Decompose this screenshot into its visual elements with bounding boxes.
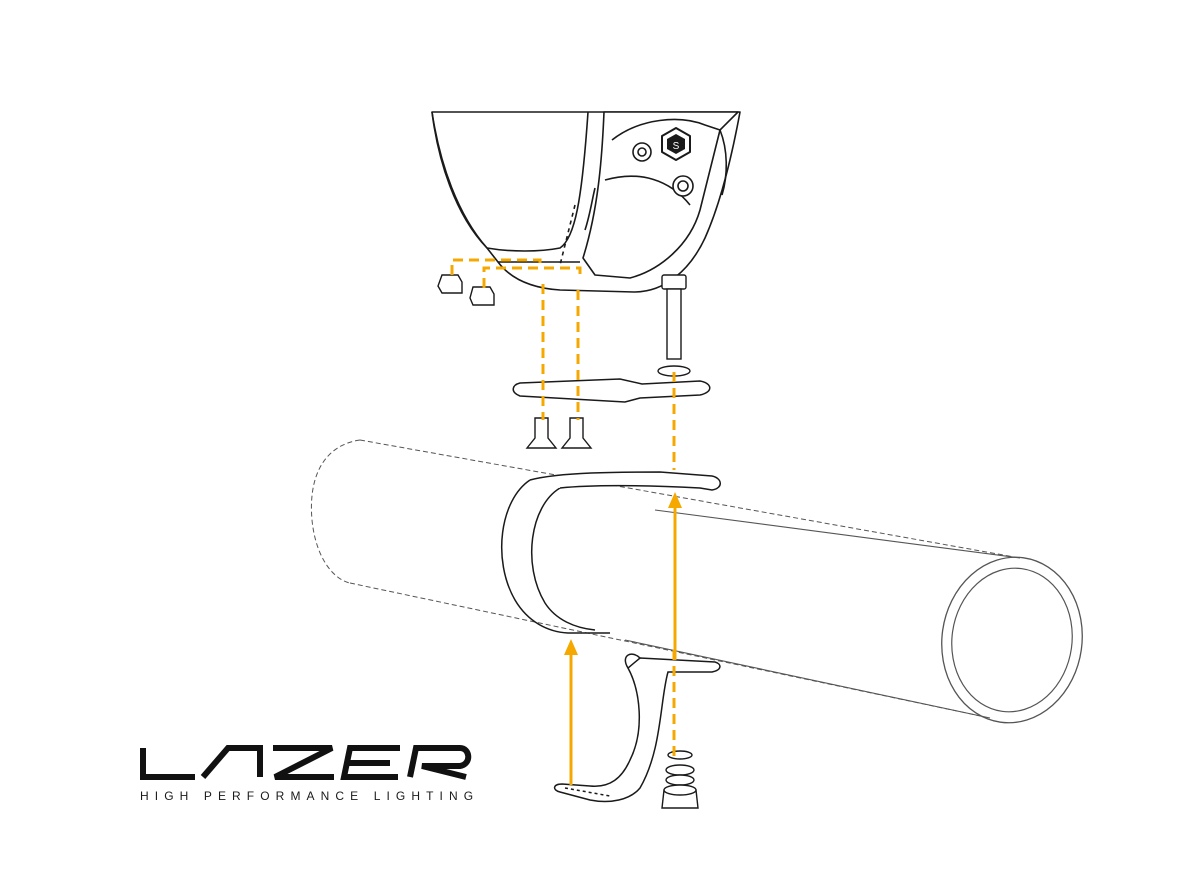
nuts-top: [437, 274, 495, 306]
mounting-plate: [512, 378, 711, 403]
bottom-hardware: [661, 750, 699, 809]
svg-text:S: S: [673, 141, 680, 152]
long-bolt: [657, 274, 691, 377]
guide-lines: [450, 258, 676, 760]
lazer-logo: [140, 745, 472, 780]
lamp-housing: S: [431, 111, 741, 293]
tube: [310, 439, 1083, 724]
clamp-upper: [500, 471, 721, 634]
clamp-lower: [553, 653, 721, 803]
countersunk-screws: [525, 417, 593, 449]
brand-tagline: HIGH PERFORMANCE LIGHTING: [140, 789, 480, 803]
arrows: [564, 492, 682, 785]
